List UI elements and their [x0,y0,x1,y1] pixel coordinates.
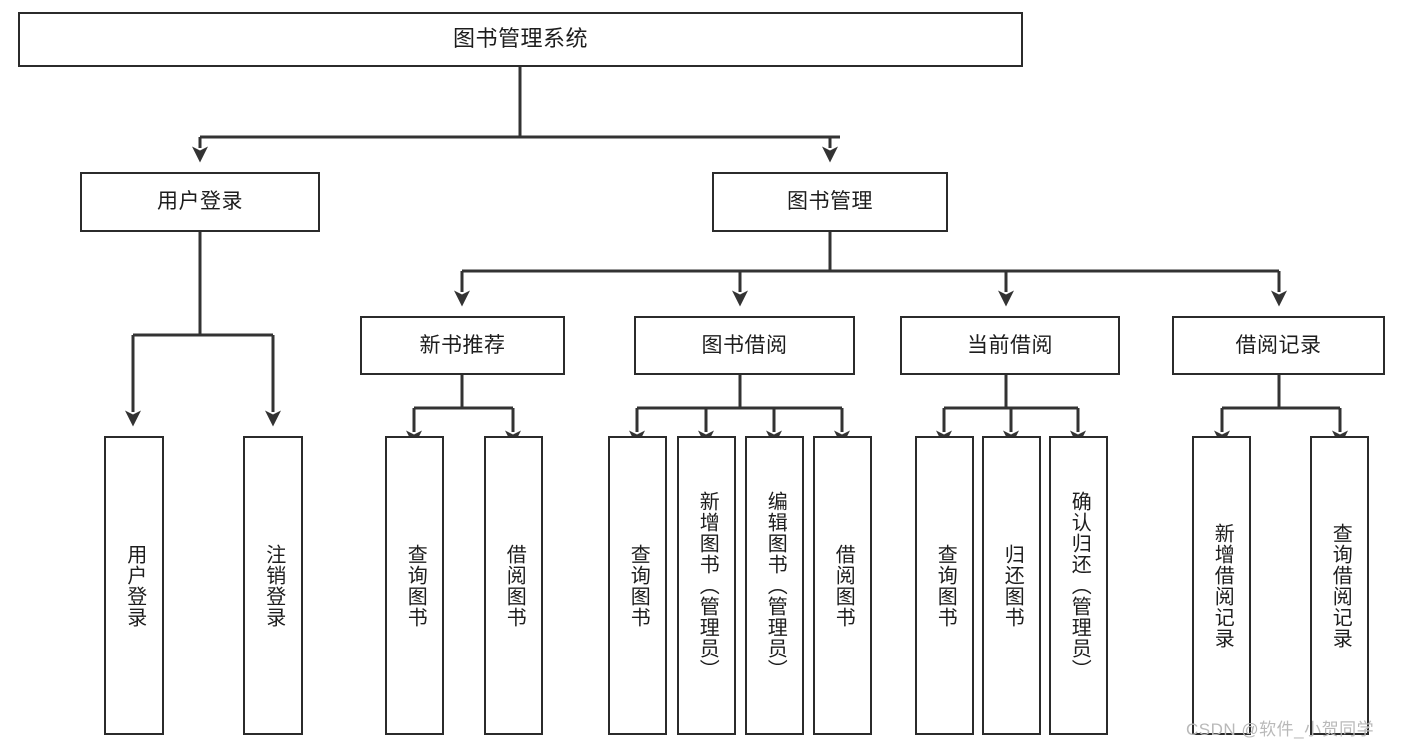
node-book-borrow[interactable]: 图书借阅 [634,316,855,375]
watermark: CSDN @软件_小贺同学 [1186,720,1375,739]
node-label: 用户登录 [157,190,243,214]
leaf-new-book-borrow[interactable]: 借阅图书 [484,436,543,735]
node-label: 当前借阅 [967,333,1053,357]
leaf-current-borrow-return[interactable]: 归还图书 [982,436,1041,735]
node-label: 确认归还（管理员） [1068,491,1091,680]
node-label: 新增图书（管理员） [696,491,719,680]
node-label: 新增借阅记录 [1211,522,1234,649]
node-label: 归还图书 [1001,543,1024,628]
leaf-user-login-logout[interactable]: 注销登录 [243,436,303,735]
node-label: 查询图书 [404,543,427,628]
leaf-borrow-record-query[interactable]: 查询借阅记录 [1310,436,1369,735]
leaf-book-borrow-borrow[interactable]: 借阅图书 [813,436,872,735]
node-borrow-record[interactable]: 借阅记录 [1172,316,1385,375]
node-label: 借阅图书 [503,543,526,628]
leaf-book-borrow-edit-admin[interactable]: 编辑图书（管理员） [745,436,804,735]
leaf-borrow-record-add[interactable]: 新增借阅记录 [1192,436,1251,735]
node-label: 图书借阅 [701,333,788,357]
node-label: 新书推荐 [419,333,506,357]
leaf-new-book-query[interactable]: 查询图书 [385,436,444,735]
node-user-login[interactable]: 用户登录 [80,172,320,232]
node-label: 借阅记录 [1235,333,1322,357]
node-label: 编辑图书（管理员） [764,491,787,680]
node-book-management[interactable]: 图书管理 [712,172,948,232]
leaf-book-borrow-add-admin[interactable]: 新增图书（管理员） [677,436,736,735]
leaf-user-login-login[interactable]: 用户登录 [104,436,164,735]
node-label: 图书管理 [787,190,873,214]
node-label: 图书管理系统 [452,26,588,52]
node-label: 查询图书 [627,543,650,628]
leaf-book-borrow-query[interactable]: 查询图书 [608,436,667,735]
node-root-book-management-system[interactable]: 图书管理系统 [18,12,1023,67]
node-new-book-recommend[interactable]: 新书推荐 [360,316,565,375]
leaf-current-borrow-confirm-return-admin[interactable]: 确认归还（管理员） [1049,436,1108,735]
leaf-current-borrow-query[interactable]: 查询图书 [915,436,974,735]
node-label: 用户登录 [123,543,146,628]
node-current-borrow[interactable]: 当前借阅 [900,316,1120,375]
node-label: 查询借阅记录 [1329,522,1352,649]
node-label: 查询图书 [934,543,957,628]
node-label: 注销登录 [262,543,285,628]
node-label: 借阅图书 [832,543,855,628]
